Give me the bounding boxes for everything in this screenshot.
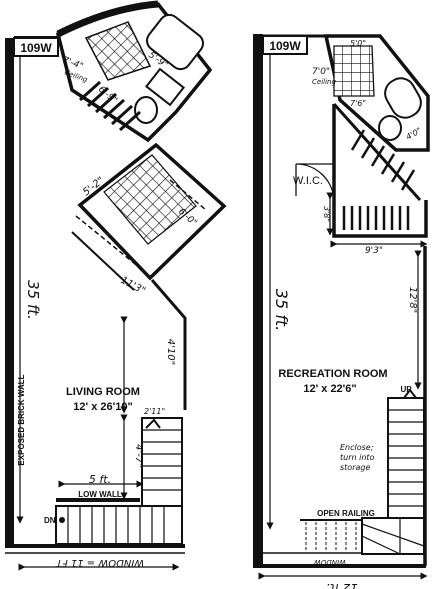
right-room-size: 12' x 22'6" (303, 383, 356, 395)
right-storage-note-1: Enclose; (340, 443, 374, 452)
left-height-dim: 35 ft. (24, 280, 42, 320)
right-unit-plan: 109W RECREATION ROOM 12' x 22'6" 35 ft. … (253, 34, 430, 589)
right-dim-9-3: 9'3" (365, 246, 383, 256)
left-room-name: LIVING ROOM (66, 386, 140, 398)
left-kitchen (75, 142, 227, 281)
right-stair-up-label: UP (400, 385, 412, 394)
right-room-name: RECREATION ROOM (278, 368, 387, 380)
left-window-note: WINDOW = 11 FT (55, 557, 144, 568)
right-wic-label: W.I.C. (293, 175, 323, 187)
left-stair-dn-label: DN (44, 516, 56, 525)
right-bath-dim-a: 5'0" (350, 39, 366, 48)
left-dim-4-7: 4'-7" (133, 444, 144, 468)
left-bath (55, 0, 213, 143)
right-unit-tag: 109W (269, 39, 301, 53)
right-width-dim: 12 ft. (326, 581, 358, 589)
left-dim-11-3: 11'3" (119, 275, 148, 297)
left-room-size: 12' x 26'10" (73, 401, 132, 413)
right-storage-note-2: turn into (340, 453, 375, 462)
left-unit-tag: 109W (20, 41, 52, 55)
left-brick-wall (5, 38, 14, 546)
right-ceiling-note: Ceiling (312, 78, 336, 86)
right-bath (323, 34, 430, 238)
right-stair (300, 388, 425, 555)
right-bath-dim-c: 7'6" (350, 99, 366, 108)
left-unit-plan: 109W LIVING ROOM 12' x 26'10" EXPOSED BR… (5, 0, 227, 571)
left-low-wall-label: LOW WALL (78, 490, 122, 499)
right-left-wall (253, 34, 263, 564)
right-window-note: WINDOW (313, 558, 346, 566)
right-height-dim: 35 ft. (272, 289, 291, 331)
left-brick-wall-label: EXPOSED BRICK WALL (17, 374, 26, 465)
left-dim-5ft: 5 ft. (89, 473, 111, 486)
right-storage-note-3: storage (340, 463, 370, 472)
left-dim-2-11: 2'11" (144, 407, 165, 416)
right-dim-12-8: 12'8" (407, 287, 418, 313)
left-dim-4-10: 4'10" (165, 339, 176, 365)
left-stair (55, 417, 183, 545)
right-open-railing-label: OPEN RAILING (317, 509, 375, 518)
right-dim-3-8: 3'8" (322, 206, 331, 222)
right-bath-dim-b: 7'0" (312, 67, 330, 77)
